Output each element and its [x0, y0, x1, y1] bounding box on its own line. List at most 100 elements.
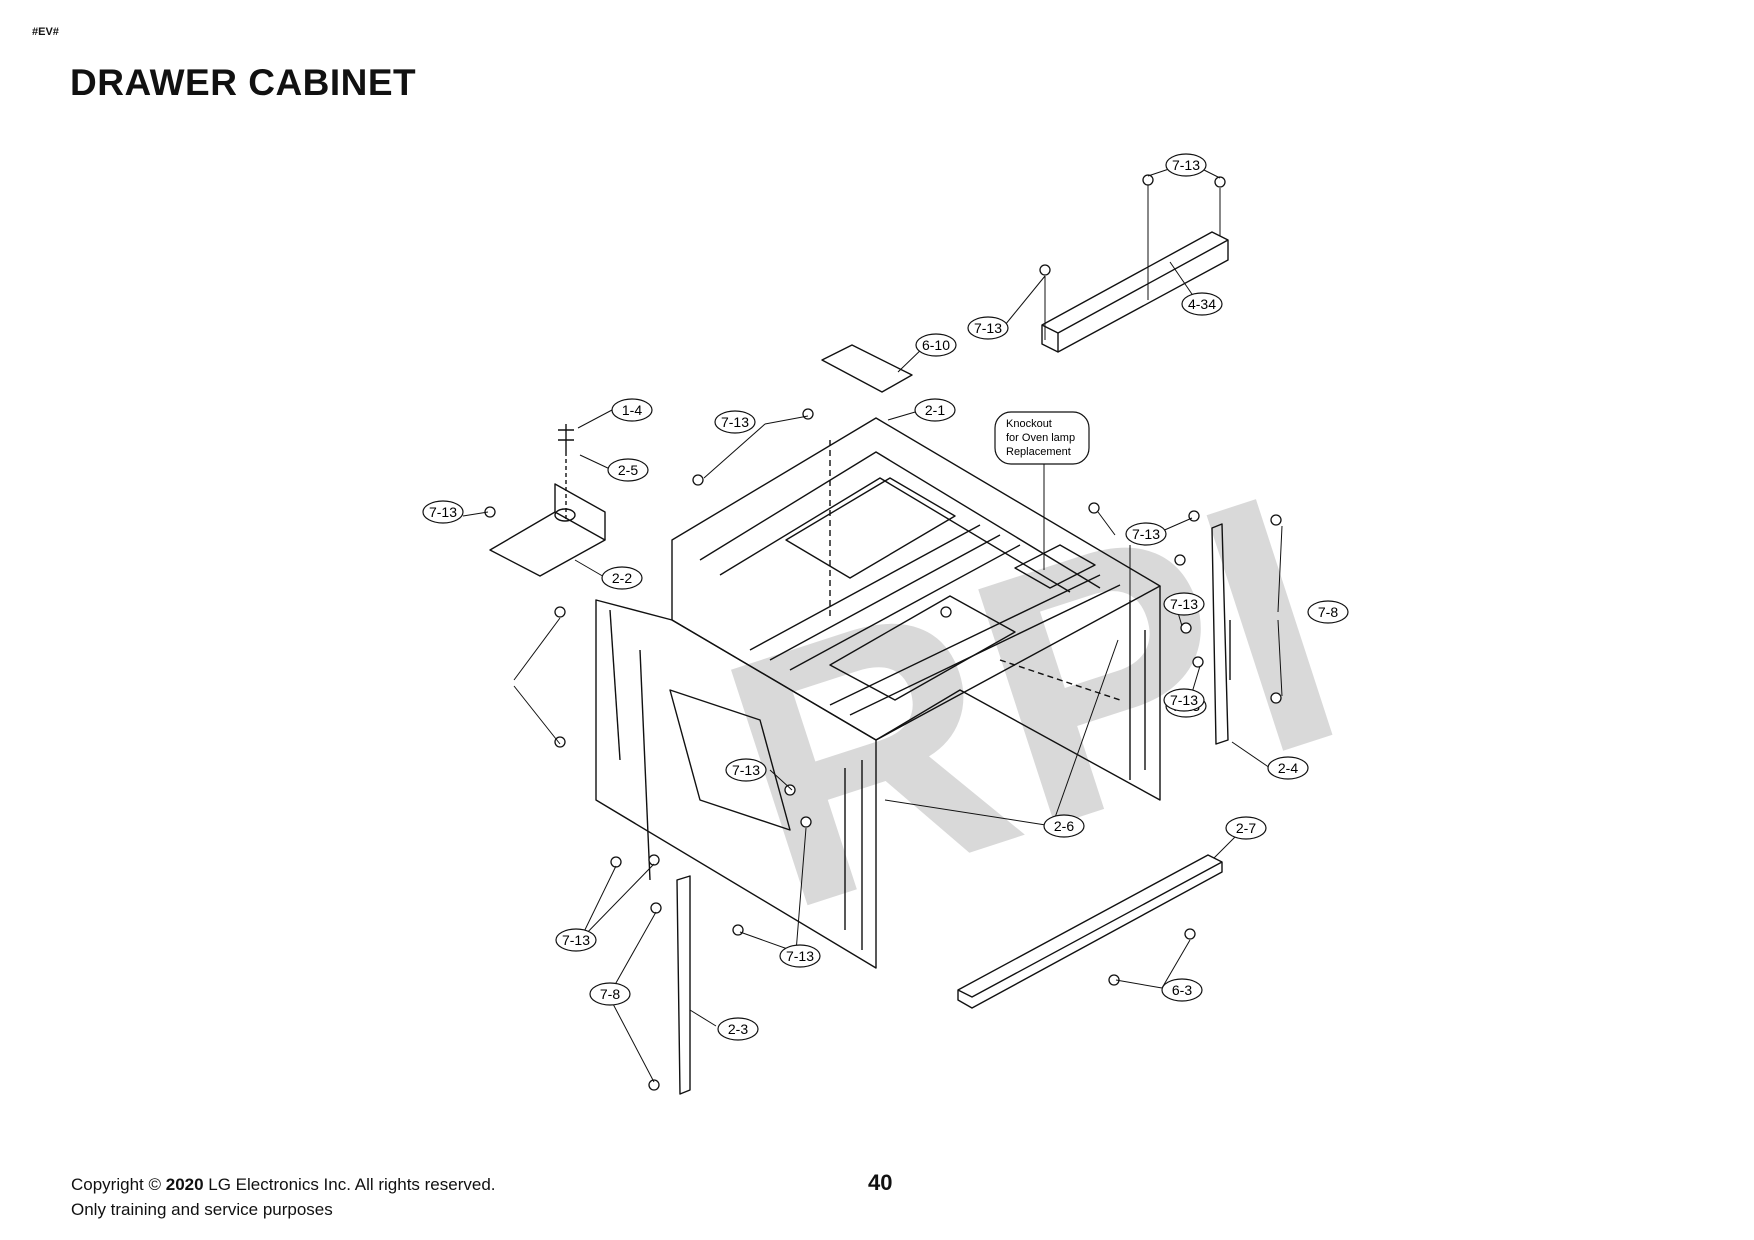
- callout-label: 2-2: [612, 570, 632, 586]
- screw-icon: [1088, 502, 1100, 514]
- callout-7-13: 7-13: [714, 410, 756, 434]
- callout-bubble: [1307, 600, 1349, 624]
- callout-2-1: 2-1: [914, 398, 956, 422]
- screw-icon: [1184, 928, 1196, 940]
- page-title: DRAWER CABINET: [70, 62, 417, 103]
- callout-label: 2-4: [1278, 760, 1298, 776]
- callout-2-4: 2-4: [1267, 756, 1309, 780]
- callout-7-13: 7-13: [422, 500, 464, 524]
- callout-7-8: 7-8: [1307, 600, 1349, 624]
- cabinet-top-panel: [671, 417, 1161, 741]
- screw-icon: [692, 474, 704, 486]
- callout-bubble: [1165, 153, 1207, 177]
- screw-icon: [800, 816, 812, 828]
- callout-label: 7-13: [974, 320, 1002, 336]
- callout-bubble: [914, 398, 956, 422]
- callout-7-8: 7-8: [589, 982, 631, 1006]
- callout-label: 7-13: [1170, 596, 1198, 612]
- callout-bubble: [601, 566, 643, 590]
- callout-label: 6-3: [1172, 982, 1192, 998]
- callout-label: 7-13: [1132, 526, 1160, 542]
- screw-icon: [610, 856, 622, 868]
- top-opening-1: [785, 477, 956, 579]
- side-window: [669, 689, 791, 831]
- callout-bubble: [607, 458, 649, 482]
- screw-icon: [1108, 974, 1120, 986]
- callout-bubble: [1225, 816, 1267, 840]
- part-4-34-rail: [1041, 231, 1229, 353]
- page-number: 40: [868, 1170, 893, 1195]
- callout-bubble: [422, 500, 464, 524]
- callout-label: 7-13: [1170, 692, 1198, 708]
- callout-2-5: 2-5: [607, 458, 649, 482]
- part-2-2-bracket: [489, 511, 606, 577]
- callout-label: 7-13: [721, 414, 749, 430]
- callout-2-6: 2-6: [1043, 814, 1085, 838]
- part-6-10-label: [821, 344, 913, 393]
- copyright-line: Copyright © 2020 LG Electronics Inc. All…: [71, 1175, 496, 1194]
- callout-7-13: 7-13: [725, 758, 767, 782]
- screw-icon: [1142, 174, 1154, 186]
- knockout-note: Knockout for Oven lamp Replacement: [994, 411, 1090, 465]
- callout-7-13: 7-13: [1125, 522, 1167, 546]
- cabinet-right-panel: [875, 586, 1161, 801]
- screw-icon: [1180, 622, 1192, 634]
- callout-label: 7-13: [732, 762, 760, 778]
- callout-4-34: 4-34: [1181, 292, 1223, 316]
- callout-7-13: 7-13: [1163, 592, 1205, 616]
- callout-label: 2-7: [1236, 820, 1256, 836]
- callout-bubble: [611, 398, 653, 422]
- callout-bubble: [1161, 978, 1203, 1002]
- callout-label: 2-3: [728, 1021, 748, 1037]
- screw-icon: [940, 606, 952, 618]
- callout-bubble: [1163, 688, 1205, 712]
- callout-bubble: [1267, 756, 1309, 780]
- screw-icon: [650, 902, 662, 914]
- callout-bubble: [717, 1017, 759, 1041]
- screw-icon: [1039, 264, 1051, 276]
- callout-label: 7-8: [600, 986, 620, 1002]
- callout-6-3: 6-3: [1161, 978, 1203, 1002]
- usage-line: Only training and service purposes: [71, 1200, 333, 1219]
- callout-label: 2-5: [618, 462, 638, 478]
- callout-7-13: 7-13: [1163, 688, 1205, 712]
- callout-2-2: 2-2: [601, 566, 643, 590]
- callout-label: 2-6: [1054, 818, 1074, 834]
- screw-icon: [554, 606, 566, 618]
- callout-6-10: 6-10: [915, 333, 957, 357]
- svg-text:Replacement: Replacement: [1006, 446, 1071, 458]
- callout-bubble: [1043, 814, 1085, 838]
- callout-bubble: [779, 944, 821, 968]
- callout-7-13: 7-13: [1165, 153, 1207, 177]
- callout-bubble: [1163, 592, 1205, 616]
- part-2-3-bracket: [676, 875, 691, 1095]
- screw-icon: [1192, 656, 1204, 668]
- document-code: #EV#: [32, 26, 59, 38]
- screw-icon: [1270, 514, 1282, 526]
- top-opening-2: [829, 595, 1016, 701]
- svg-text:for Oven lamp: for Oven lamp: [1006, 432, 1075, 444]
- callout-bubble: [589, 982, 631, 1006]
- screw-icon: [732, 924, 744, 936]
- callout-label: 4-34: [1188, 296, 1216, 312]
- lamp-knockout: [1014, 544, 1096, 589]
- callout-bubble: [915, 333, 957, 357]
- callout-label: 7-13: [786, 948, 814, 964]
- callout-bubble: [1125, 522, 1167, 546]
- callout-7-13: 7-13: [555, 928, 597, 952]
- screw-icon: [554, 736, 566, 748]
- callout-label: 7-13: [429, 504, 457, 520]
- callout-bubble: [967, 316, 1009, 340]
- callout-7-13: 7-13: [779, 944, 821, 968]
- callout-bubble: [714, 410, 756, 434]
- footer: Copyright © 2020 LG Electronics Inc. All…: [71, 1172, 496, 1222]
- callout-2-3: 2-3: [717, 1017, 759, 1041]
- screw-icon: [802, 408, 814, 420]
- screw-icon: [1270, 692, 1282, 704]
- callout-label: 7-13: [1172, 157, 1200, 173]
- callout-group: 7-13 4-34 7-13 6-10 1-4 2-5 7-13 2-1 7-13 2-2 7-13…: [422, 153, 1349, 1041]
- callout-1-4: 1-4: [611, 398, 653, 422]
- part-2-7-rail: [957, 854, 1223, 1009]
- callout-label: 7-13: [562, 932, 590, 948]
